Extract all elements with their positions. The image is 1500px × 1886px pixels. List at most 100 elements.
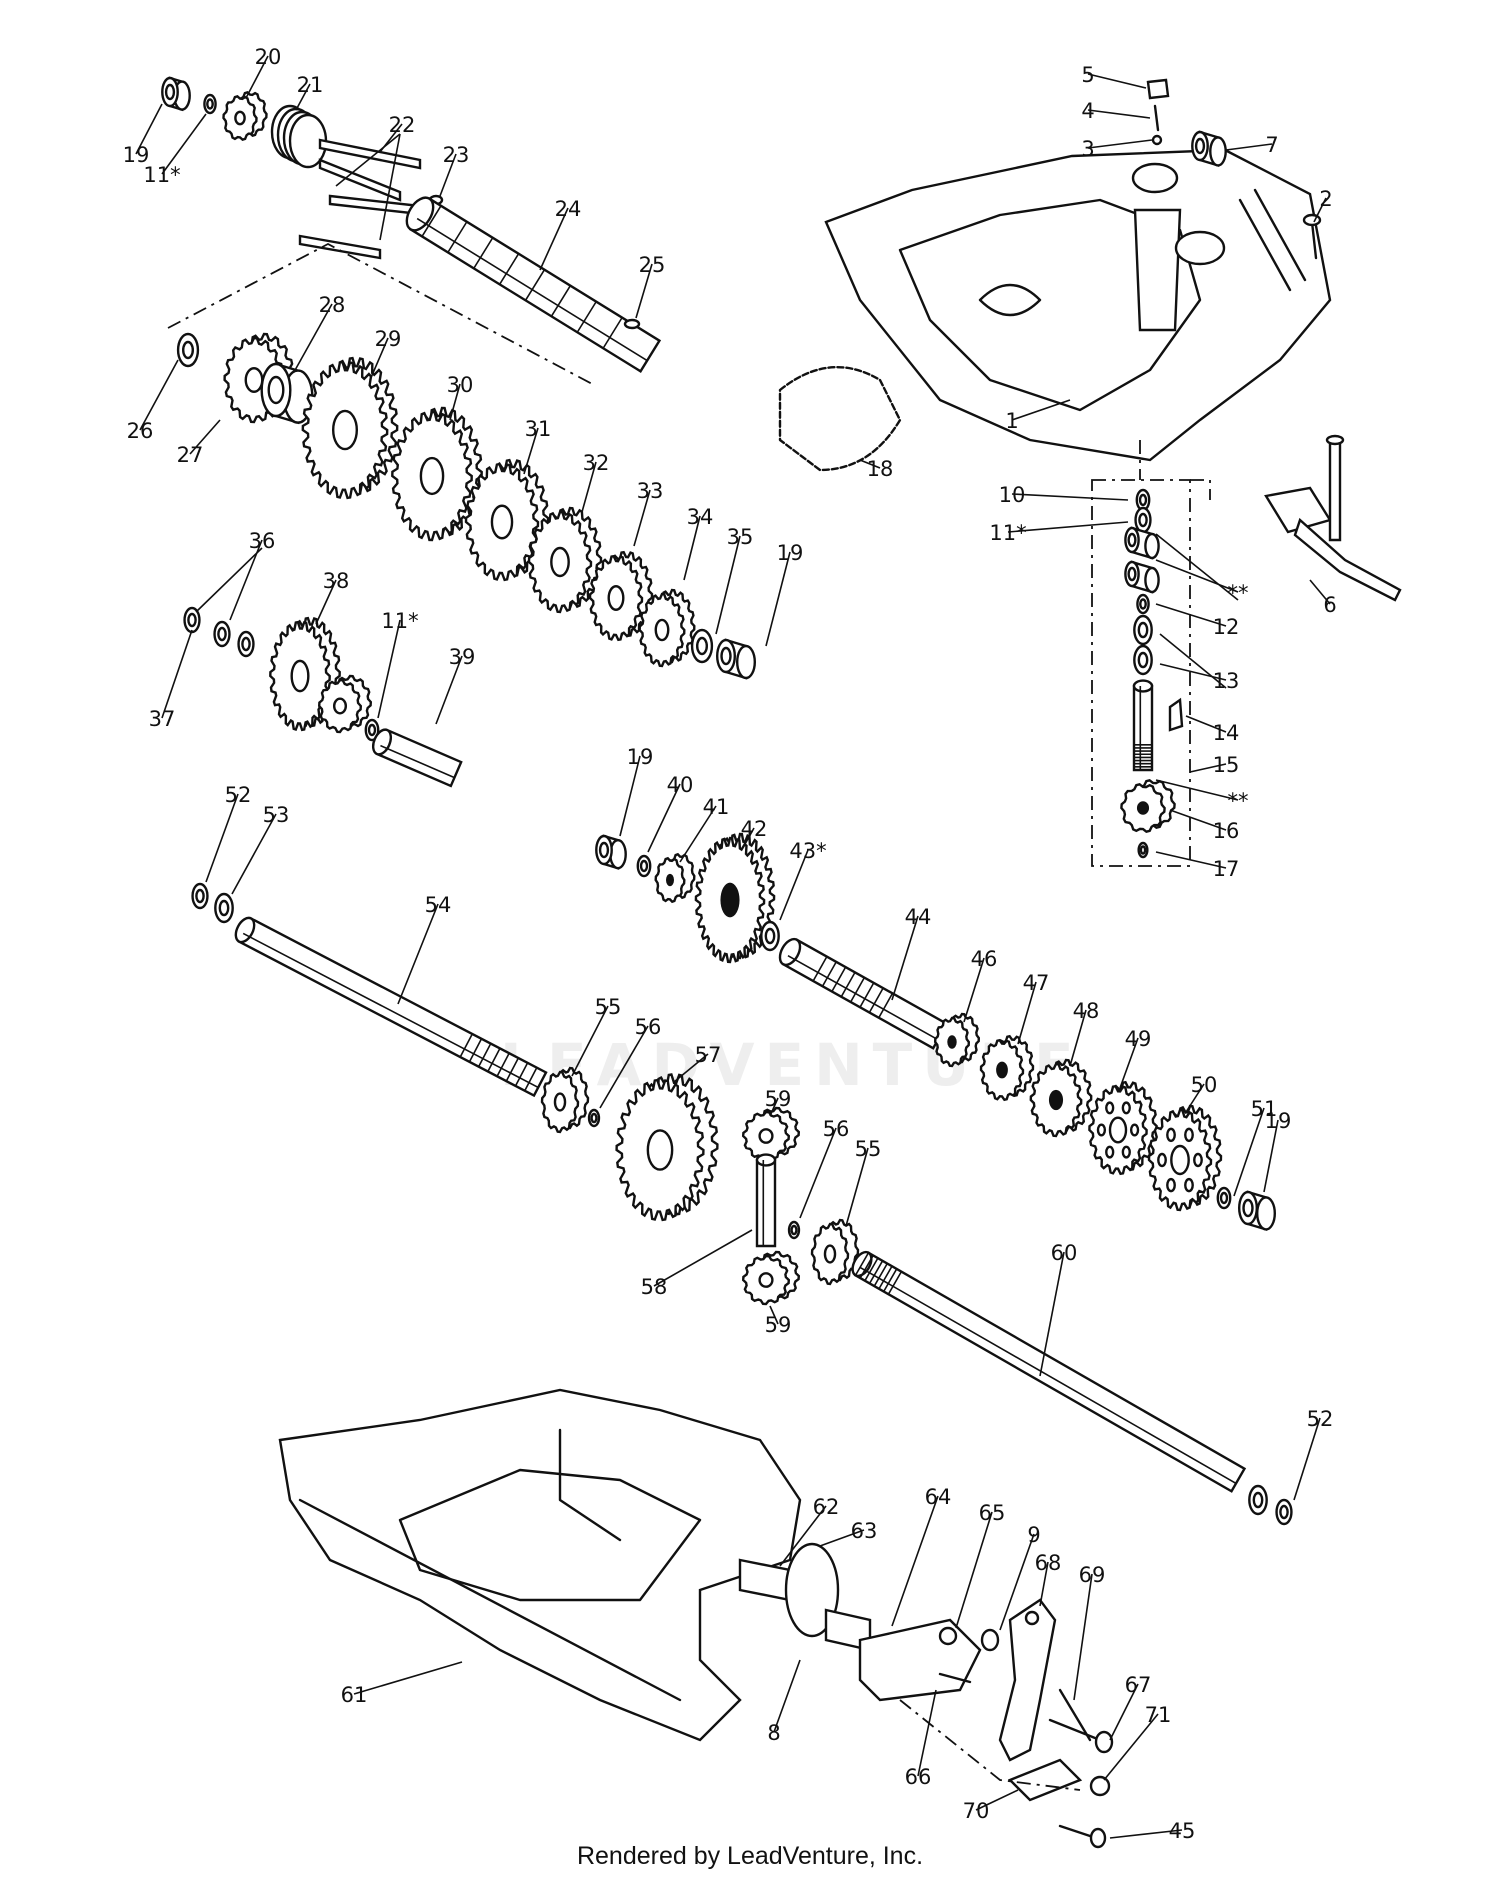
ring-52b: [1275, 1498, 1293, 1526]
leader-58: [653, 1229, 753, 1287]
ring-gear-57: [615, 1073, 719, 1222]
spider-gear-59a-face: [741, 1110, 791, 1162]
part-3-ball: [1151, 134, 1163, 146]
callout-ss2: **: [1228, 789, 1249, 813]
shift-arm: [1293, 517, 1402, 602]
ring-56b: [787, 1220, 801, 1240]
lower-housing-outline: [278, 1388, 802, 1742]
gear-50-hole: [1193, 1152, 1203, 1168]
cross-shaft-58: [755, 1153, 777, 1248]
gear-38-face: [269, 620, 331, 732]
leader-12: [1155, 603, 1227, 627]
callout-14: 14: [1213, 721, 1240, 745]
washer-35: [690, 628, 714, 664]
ring-52a-inner: [195, 888, 205, 904]
washer-36b-outer: [237, 630, 255, 658]
washer-51-outer: [1216, 1186, 1232, 1210]
callout-18: 18: [867, 457, 894, 481]
shaft-44-spline: [812, 956, 828, 982]
leader-70: [975, 1789, 1019, 1811]
callout-29: 29: [375, 327, 402, 351]
callout-54: 54: [425, 893, 452, 917]
gear-41: [654, 852, 696, 904]
gear-42: [694, 832, 776, 964]
axle-60-spline: [864, 1257, 879, 1282]
leader-45: [1109, 1829, 1183, 1839]
gear-50-hole: [1166, 1177, 1176, 1193]
bevel-gear-55b-hub: [823, 1244, 837, 1264]
washer-13b: [1133, 644, 1153, 676]
spider-gear-59a-hub: [758, 1128, 774, 1144]
leader-71: [1103, 1713, 1159, 1781]
leader-48: [1069, 1009, 1087, 1067]
bushing-19c-bore: [598, 841, 610, 859]
callout-68: 68: [1035, 1551, 1062, 1575]
gear-33: [588, 550, 654, 642]
leader-lines: [135, 55, 1331, 1839]
axle-60-spline: [859, 1255, 874, 1279]
shaft-24-spline: [421, 205, 442, 237]
gear-49-hole: [1129, 1123, 1140, 1137]
callout-23: 23: [443, 143, 470, 167]
ring-17: [1137, 841, 1149, 859]
washer-13a-inner: [1137, 621, 1149, 639]
shaft-24-spline: [524, 269, 546, 301]
cross-shaft-58-body: [755, 1158, 777, 1248]
leader-69: [1073, 1573, 1093, 1701]
washer-37-outer: [213, 620, 231, 648]
callout-70: 70: [963, 1799, 990, 1823]
shaft-24-spline: [473, 237, 494, 269]
callout-67: 67: [1125, 1673, 1152, 1697]
callout-24: 24: [555, 197, 582, 221]
pinion-shaft: [1132, 679, 1154, 772]
bevel-gear-55b-face: [810, 1222, 850, 1286]
callout-19d: 19: [1265, 1109, 1292, 1133]
bearing-ss-2-face: [1124, 560, 1140, 588]
part-7-plug: [1191, 130, 1227, 168]
spider-gear-59b-hub: [758, 1272, 774, 1288]
callout-7: 7: [1265, 133, 1278, 157]
pinion-38: [317, 674, 373, 734]
shaft-44-end: [778, 937, 802, 967]
callout-26: 26: [127, 419, 154, 443]
shaft-39: [371, 728, 463, 788]
callout-11a: 11*: [143, 163, 180, 187]
callout-labels: 1234567891011*11*11*12131415161718191919…: [123, 45, 1337, 1843]
bushing-19a: [161, 76, 191, 112]
callout-39: 39: [449, 645, 476, 669]
brake-62: [738, 1558, 792, 1602]
leader-21: [295, 83, 311, 111]
bevel-gear-55a: [540, 1066, 590, 1134]
leader-26: [139, 359, 179, 431]
callout-60: 60: [1051, 1241, 1078, 1265]
leader-23: [439, 153, 457, 197]
callout-16: 16: [1213, 819, 1240, 843]
pinion-gear-16: [1120, 778, 1176, 834]
upper-housing-bearing: [978, 283, 1042, 317]
footer-credit: Rendered by LeadVenture, Inc.: [576, 1842, 924, 1870]
axle-54-body: [237, 916, 548, 1098]
washer-53-outer: [214, 892, 234, 924]
leader-57: [673, 1053, 709, 1083]
leader-59a: [769, 1097, 779, 1117]
washer-43a: [760, 920, 780, 952]
callout-12: 12: [1213, 615, 1240, 639]
upper-housing-rib: [1238, 198, 1292, 292]
gear-32: [527, 506, 603, 614]
callout-51: 51: [1251, 1097, 1278, 1121]
leader-11a: [161, 113, 207, 175]
ring-gear-57-hub: [646, 1129, 674, 1171]
washer-11c-inner: [1138, 512, 1148, 528]
callout-34: 34: [687, 505, 714, 529]
part-5-key: [1146, 78, 1170, 100]
bushing-19d: [1237, 1190, 1276, 1232]
washer-36a-inner: [187, 612, 197, 628]
gear-30: [391, 406, 483, 542]
shift-shaft-top: [1325, 434, 1345, 446]
gear-32-hub: [550, 546, 570, 578]
washer-40-outer: [636, 854, 652, 878]
washer-43a-outer: [760, 920, 780, 952]
washer-36b: [237, 630, 255, 658]
callout-65: 65: [979, 1501, 1006, 1525]
bushing-19a-bore: [164, 83, 176, 101]
